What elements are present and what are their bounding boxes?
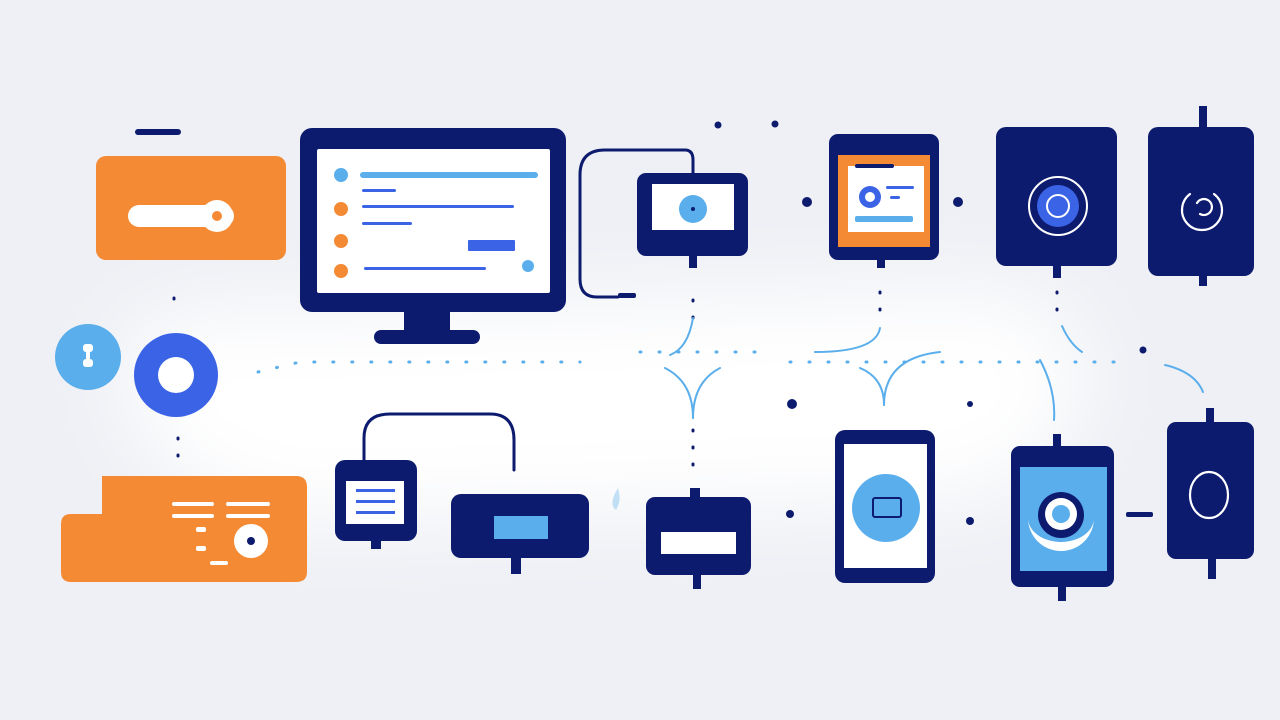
sensor-right: [1148, 106, 1254, 286]
orange-card-bottom: [61, 476, 307, 582]
display-icon: [494, 516, 548, 539]
droplet-decoration: [612, 488, 620, 510]
document-icon: [346, 481, 404, 524]
form-icon: [172, 502, 270, 565]
dashboard-icon: [334, 168, 538, 278]
dotted-vertical-lines: [172, 290, 1059, 472]
curved-connectors: [664, 317, 1204, 421]
speaker-icon: [1028, 176, 1088, 236]
phone: [835, 430, 935, 583]
ring-icon: [158, 357, 194, 393]
speaker-square: [996, 127, 1117, 278]
hub: [134, 333, 218, 417]
scattered-dots: [714, 120, 1147, 525]
desktop-monitor: [300, 128, 566, 344]
user-avatar: [55, 324, 121, 390]
dotted-connector-lines: [256, 350, 1122, 374]
sensor-icon: [1188, 470, 1230, 520]
user-icon: [83, 344, 93, 367]
document-device: [335, 412, 516, 549]
tablet-orange: [829, 134, 939, 268]
card-slot-icon: [661, 532, 736, 554]
orange-card-top: [96, 129, 286, 260]
speaker-icon: [1028, 492, 1094, 551]
router-device: [451, 494, 589, 574]
screen-icon: [852, 474, 920, 542]
toggle-switch-icon: [128, 200, 234, 232]
slot-device: [646, 488, 751, 589]
sensor-icon: [1180, 192, 1224, 232]
smart-speaker-tablet: [1011, 434, 1114, 601]
sensor-bottom-right: [1126, 408, 1254, 579]
camera-device: [578, 148, 748, 299]
profile-card-icon: [848, 164, 924, 232]
